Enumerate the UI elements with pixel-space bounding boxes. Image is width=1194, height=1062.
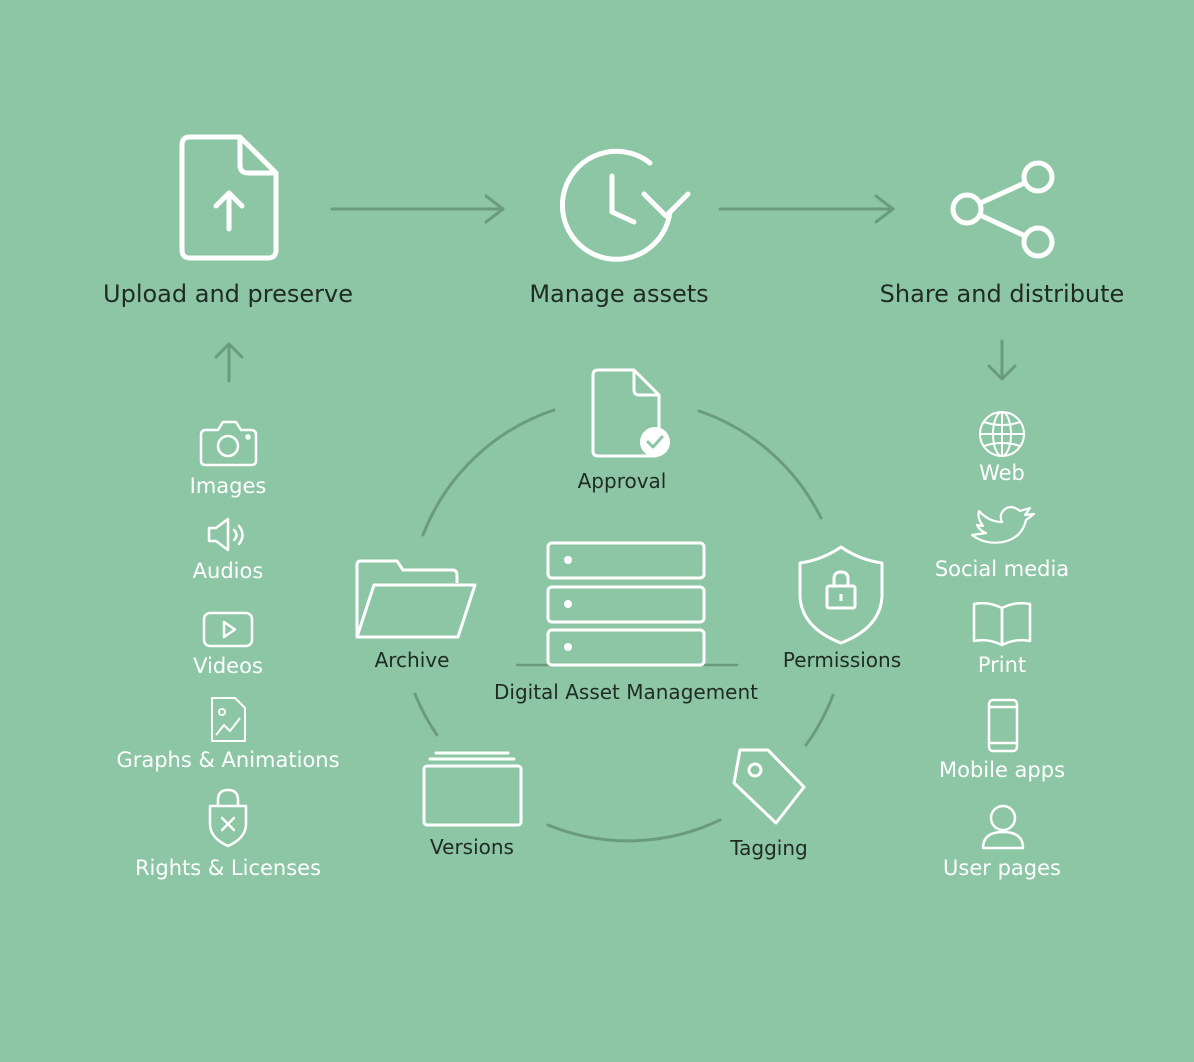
graph-file-icon <box>211 697 246 742</box>
file-check-icon <box>591 368 670 458</box>
source-label-audios: Audios <box>193 559 264 583</box>
node-label-approval: Approval <box>578 469 667 493</box>
clock-refresh-icon <box>559 148 691 262</box>
arrow-manage-to-share <box>718 194 895 224</box>
arrow-upload-to-manage <box>330 194 505 224</box>
output-label-user-pages: User pages <box>943 856 1061 880</box>
node-label-tagging: Tagging <box>729 836 807 860</box>
arrow-sources-to-upload <box>214 342 244 383</box>
globe-icon <box>979 411 1025 457</box>
share-label: Share and distribute <box>880 280 1125 308</box>
source-label-graphs: Graphs & Animations <box>116 748 339 772</box>
tag-icon <box>732 748 806 825</box>
user-icon <box>981 804 1025 850</box>
bird-icon <box>970 505 1036 544</box>
source-label-images: Images <box>190 474 267 498</box>
output-label-mobile: Mobile apps <box>939 758 1065 782</box>
output-label-web: Web <box>979 461 1025 485</box>
arrow-share-to-outputs <box>987 339 1017 381</box>
node-label-permissions: Permissions <box>783 648 901 672</box>
arc-permissions-tagging <box>804 693 835 747</box>
server-icon <box>516 541 738 667</box>
node-label-versions: Versions <box>430 835 514 859</box>
shield-lock-icon <box>798 545 884 645</box>
arc-approval-permissions <box>697 409 823 520</box>
share-icon <box>950 160 1055 259</box>
arc-archive-approval <box>421 408 556 537</box>
camera-icon <box>199 420 258 467</box>
cycle-ring <box>413 408 835 843</box>
node-label-archive: Archive <box>375 648 450 672</box>
output-label-social: Social media <box>935 557 1069 581</box>
speaker-icon <box>207 517 244 552</box>
manage-label: Manage assets <box>529 280 708 308</box>
source-label-rights: Rights & Licenses <box>135 856 321 880</box>
stack-icon <box>422 751 523 827</box>
play-icon <box>202 611 254 648</box>
upload-label: Upload and preserve <box>103 280 353 308</box>
folder-icon <box>355 559 477 639</box>
output-label-print: Print <box>978 653 1026 677</box>
arc-versions-archive <box>413 692 439 737</box>
arc-tagging-versions <box>546 818 722 843</box>
lock-shield-icon <box>208 788 248 848</box>
source-label-videos: Videos <box>193 654 263 678</box>
file-upload-icon <box>179 134 279 261</box>
phone-icon <box>987 698 1019 753</box>
center-label: Digital Asset Management <box>494 680 758 704</box>
connectors <box>214 194 1017 383</box>
book-icon <box>972 601 1032 647</box>
